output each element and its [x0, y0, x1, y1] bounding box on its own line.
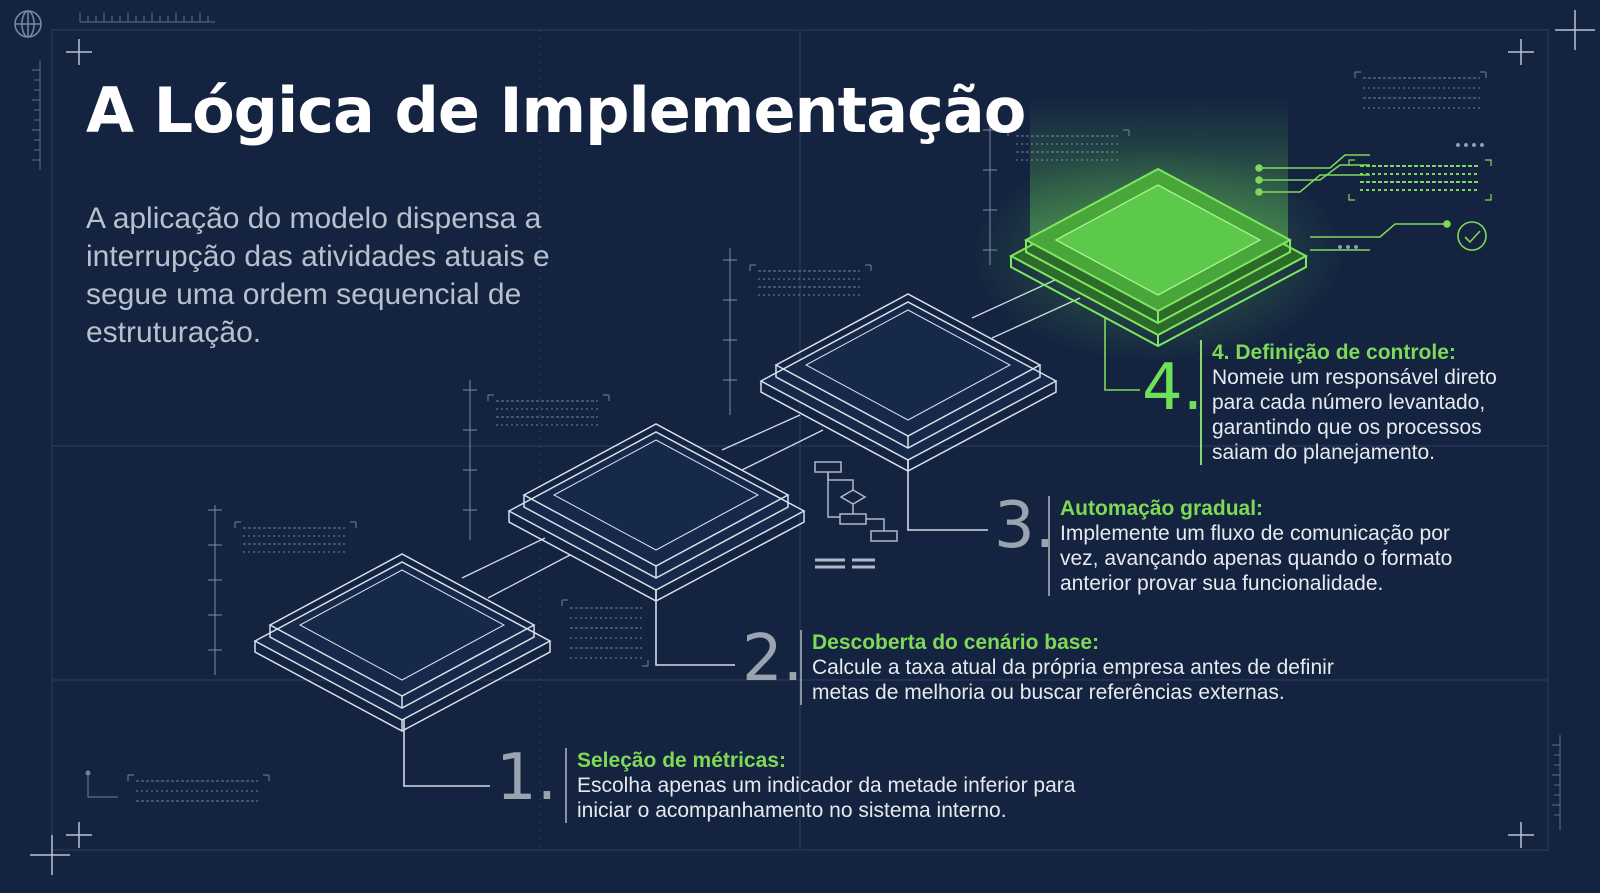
step-4-text: 4. Definição de controle: Nomeie um resp…	[1200, 340, 1522, 465]
globe-icon	[14, 10, 42, 38]
ruler-top	[79, 12, 215, 23]
page-title: A Lógica de Implementação	[86, 74, 1026, 147]
step-3-text: Automação gradual: Implemente um fluxo d…	[1048, 496, 1480, 596]
chip-4-active	[1008, 167, 1309, 348]
step-2-body: Calcule a taxa atual da própria empresa …	[812, 656, 1334, 704]
dots	[1338, 143, 1484, 249]
chip-1	[253, 553, 552, 732]
step-2-title: Descoberta do cenário base:	[812, 631, 1100, 654]
step-3-body: Implemente um fluxo de comunicação por v…	[1060, 522, 1453, 595]
right-ruler	[1552, 735, 1561, 830]
circuit-traces	[1255, 154, 1487, 251]
flowchart-doodle	[814, 461, 898, 569]
chip-2	[507, 423, 806, 602]
step-1-body: Escolha apenas um indicador da metade in…	[577, 774, 1076, 822]
chip-leaders	[403, 318, 1140, 787]
step-1-text: Seleção de métricas: Escolha apenas um i…	[565, 748, 1097, 823]
ruler-left	[32, 60, 41, 170]
code-fragments	[85, 71, 1487, 802]
step-2-text: Descoberta do cenário base: Calcule a ta…	[800, 630, 1372, 705]
step-4-number: 4.	[1142, 351, 1204, 425]
step-1-number: 1.	[496, 741, 558, 815]
chip-3	[759, 293, 1058, 472]
corner-marks	[30, 10, 1595, 875]
step-1-title: Seleção de métricas:	[577, 749, 786, 772]
step-3-number: 3.	[994, 489, 1056, 563]
green-data-block	[1348, 159, 1492, 201]
step-2-number: 2.	[742, 622, 804, 696]
step-4-title: 4. Definição de controle:	[1212, 341, 1456, 364]
step-3-title: Automação gradual:	[1060, 497, 1264, 520]
intro-text: A aplicação do modelo dispensa a interru…	[86, 202, 550, 349]
step-4-body: Nomeie um responsável direto para cada n…	[1212, 366, 1497, 464]
